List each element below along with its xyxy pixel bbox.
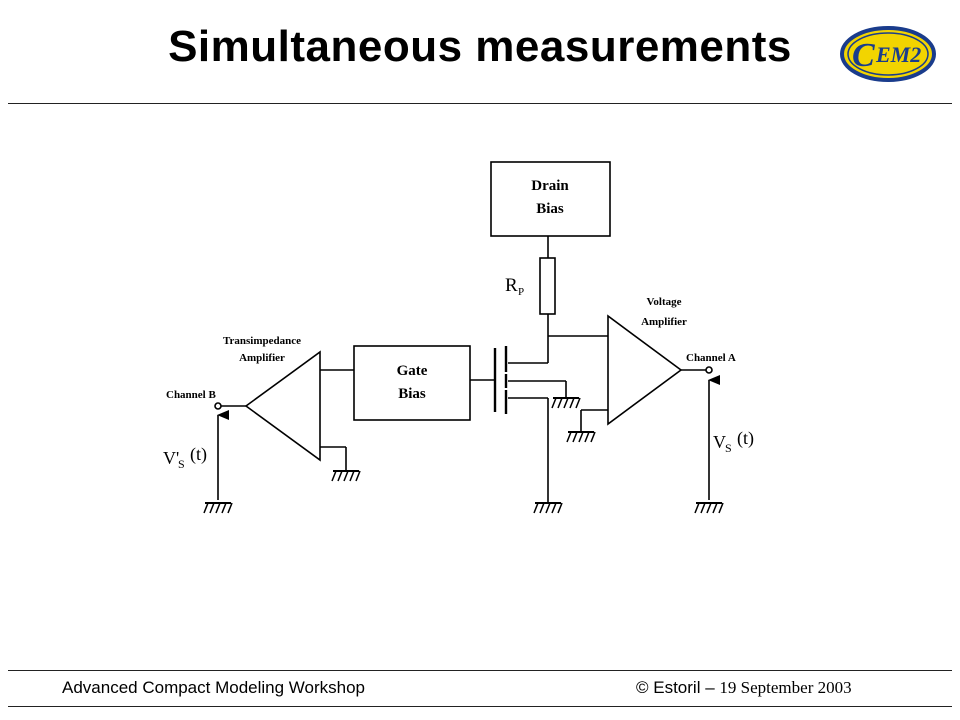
transimpedance-label-2: Amplifier [239, 352, 285, 364]
header-divider [8, 103, 952, 104]
footer-copyright-block: © Estoril – 19 September 2003 [636, 678, 852, 698]
svg-text:(t): (t) [737, 428, 754, 449]
svg-text:R: R [505, 275, 518, 296]
svg-text:V: V [713, 432, 726, 452]
vs-label: V S (t) [713, 428, 754, 455]
channel-a-label: Channel A [686, 352, 736, 364]
cem2-logo: C EM2 [840, 26, 936, 82]
footer-copyright: © Estoril – [636, 678, 715, 697]
voltage-amp-label-2: Amplifier [641, 316, 687, 328]
logo-ellipse [840, 26, 936, 82]
gate-bias-label-2: Bias [398, 386, 426, 402]
drain-bias-block [490, 161, 611, 237]
channel-b-label: Channel B [166, 389, 216, 401]
ground-channel-a [694, 502, 724, 514]
voltage-amplifier [607, 314, 683, 426]
transimpedance-amplifier [244, 350, 321, 462]
logo-text: EM2 [875, 42, 921, 67]
ground-body [551, 397, 581, 409]
ground-voltage-amp [566, 431, 596, 443]
drain-bias-label-1: Drain [531, 178, 569, 194]
resistor-label: R P [505, 275, 524, 298]
ground-source [533, 502, 563, 514]
logo-letter: C [852, 37, 875, 74]
footer-workshop: Advanced Compact Modeling Workshop [62, 678, 366, 697]
svg-text:S: S [178, 457, 185, 471]
footer-bottom-divider [8, 706, 952, 707]
drain-bias-label-2: Bias [536, 201, 564, 217]
ground-channel-b [203, 502, 233, 514]
voltage-amp-label-1: Voltage [646, 296, 681, 308]
resistor-rp [539, 257, 556, 315]
svg-text:(t): (t) [190, 444, 207, 465]
footer-date: 19 September 2003 [719, 678, 852, 697]
svg-text:S: S [725, 441, 732, 455]
slide-title: Simultaneous measurements [168, 22, 792, 71]
footer-divider [8, 670, 952, 671]
svg-text:P: P [518, 286, 524, 298]
ground-transimpedance [331, 470, 361, 482]
transimpedance-label-1: Transimpedance [223, 335, 301, 347]
gate-bias-label-1: Gate [397, 363, 428, 379]
gate-bias-block [353, 345, 471, 421]
vps-label: V' S (t) [163, 444, 207, 471]
svg-text:V': V' [163, 448, 179, 468]
